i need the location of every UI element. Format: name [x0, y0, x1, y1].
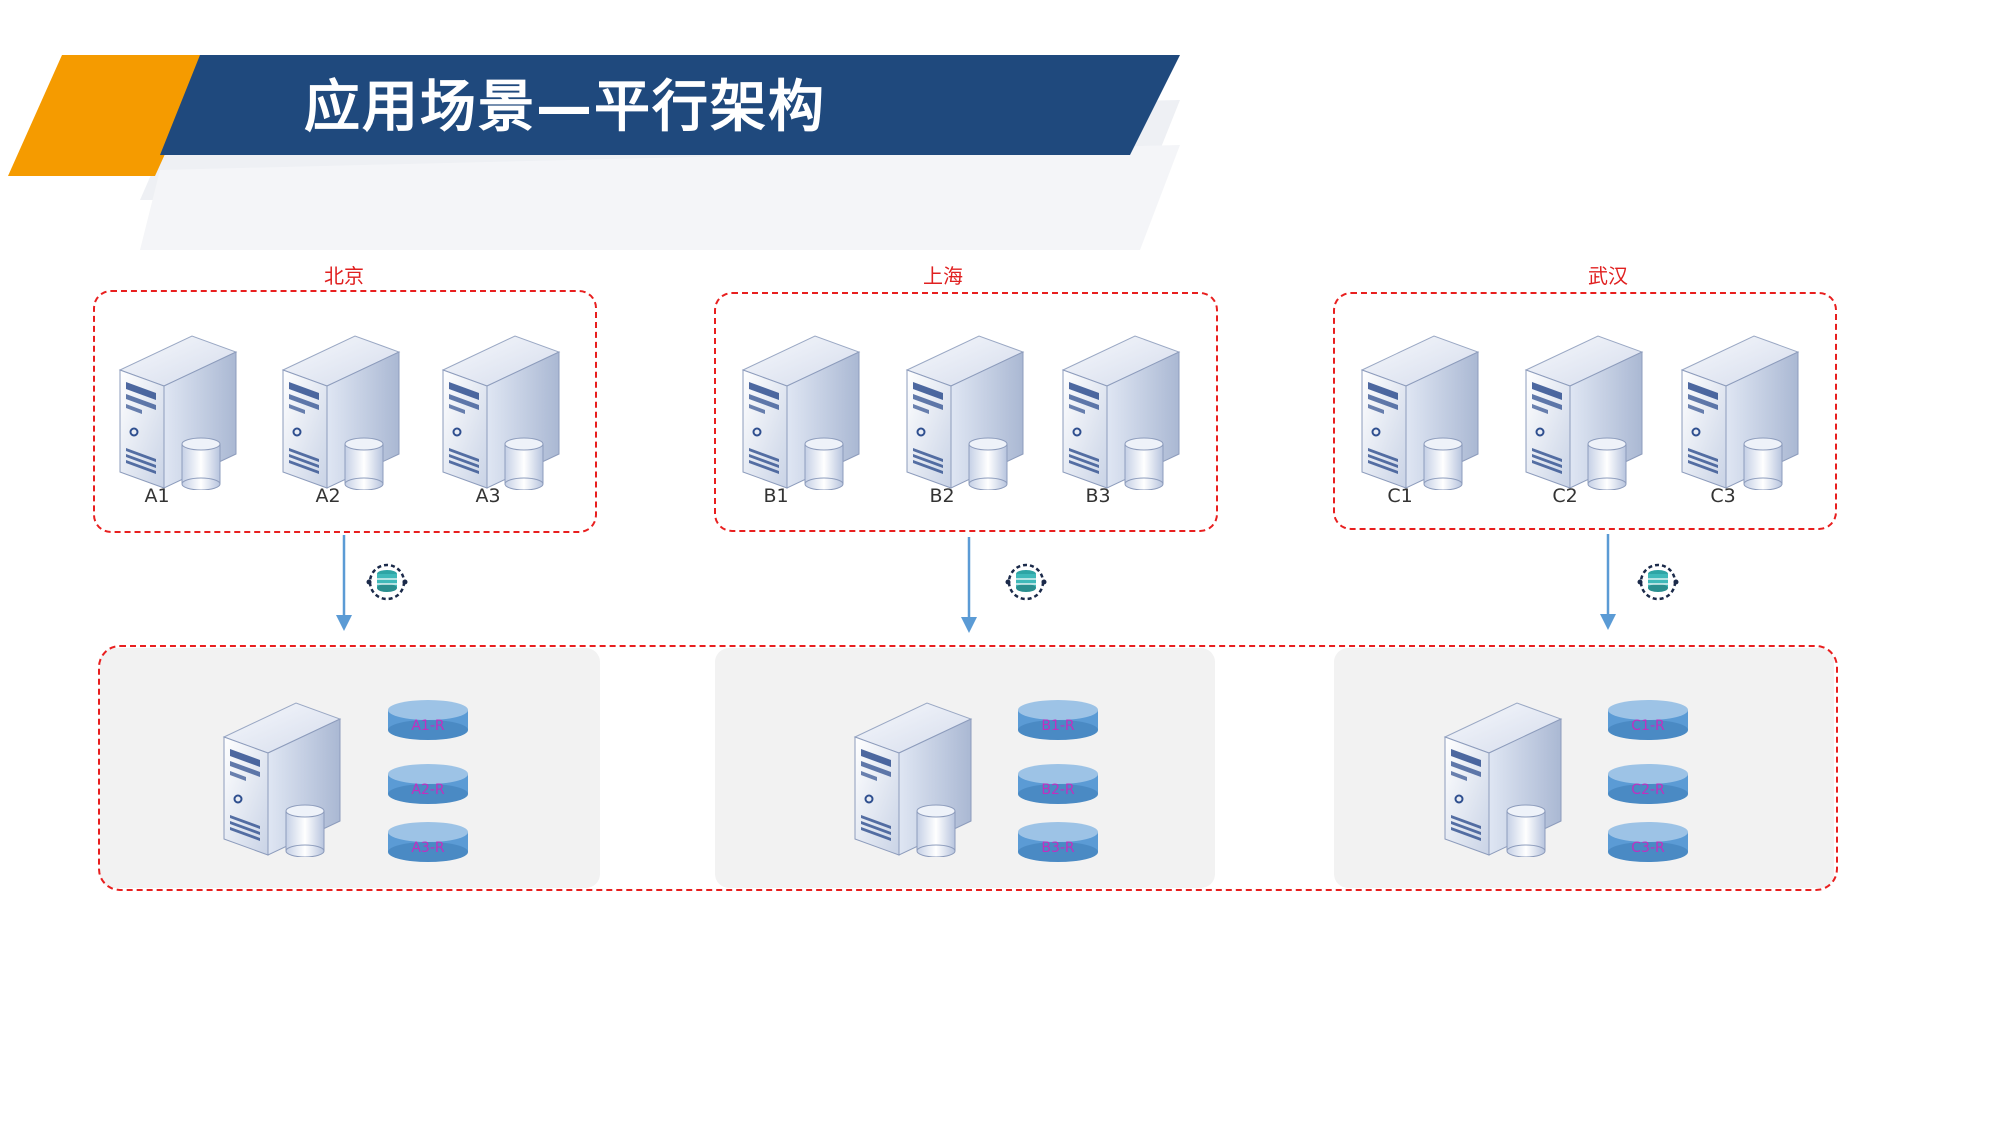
- region-label-shanghai: 上海: [923, 264, 963, 288]
- replica-label: A3-R: [411, 840, 445, 856]
- server-label: C2: [1552, 485, 1578, 507]
- replica-label: C3-R: [1631, 840, 1665, 856]
- database-sync-icon: [1628, 552, 1688, 612]
- down-arrow-icon: [961, 537, 977, 633]
- title-bar-shape: [160, 55, 1180, 155]
- target-cluster-box: [98, 645, 1838, 891]
- server-label: C3: [1710, 485, 1736, 507]
- server-icon: [1062, 335, 1180, 490]
- server-icon: [1444, 702, 1562, 857]
- region-label-wuhan: 武汉: [1588, 264, 1628, 288]
- server-label: A3: [475, 485, 501, 507]
- target-panel-beijing: [100, 648, 600, 888]
- server-label: B2: [929, 485, 955, 507]
- banner-graphic: [8, 55, 1180, 250]
- server-icon: [1681, 335, 1799, 490]
- replica-label: C1-R: [1631, 718, 1665, 734]
- replica-label: A2-R: [411, 782, 445, 798]
- server-label: B3: [1085, 485, 1111, 507]
- server-icon: [1361, 335, 1479, 490]
- replica-label: A1-R: [411, 718, 445, 734]
- server-icon: [223, 702, 341, 857]
- orange-accent-shape: [8, 55, 210, 176]
- server-icon: [1525, 335, 1643, 490]
- replica-label: B3-R: [1041, 840, 1075, 856]
- down-arrow-icon: [336, 535, 352, 631]
- replica-label: C2-R: [1631, 782, 1665, 798]
- server-icon: [906, 335, 1024, 490]
- database-sync-icon: [996, 552, 1056, 612]
- database-sync-icon: [357, 552, 417, 612]
- server-label: A2: [315, 485, 341, 507]
- server-icon: [119, 335, 237, 490]
- down-arrow-icon: [1600, 534, 1616, 630]
- server-icon: [442, 335, 560, 490]
- server-icon: [854, 702, 972, 857]
- replica-label: B1-R: [1041, 718, 1075, 734]
- region-label-beijing: 北京: [324, 264, 364, 288]
- replica-label: B2-R: [1041, 782, 1075, 798]
- server-label: B1: [763, 485, 789, 507]
- server-label: C1: [1387, 485, 1413, 507]
- target-panel-wuhan: [1334, 648, 1834, 888]
- server-icon: [282, 335, 400, 490]
- region-box-beijing: [93, 290, 597, 533]
- region-box-wuhan: [1333, 292, 1837, 530]
- server-icon: [742, 335, 860, 490]
- page-title: 应用场景—平行架构: [304, 75, 826, 140]
- region-box-shanghai: [714, 292, 1218, 532]
- server-label: A1: [144, 485, 170, 507]
- title-banner: 应用场景—平行架构: [0, 0, 2000, 260]
